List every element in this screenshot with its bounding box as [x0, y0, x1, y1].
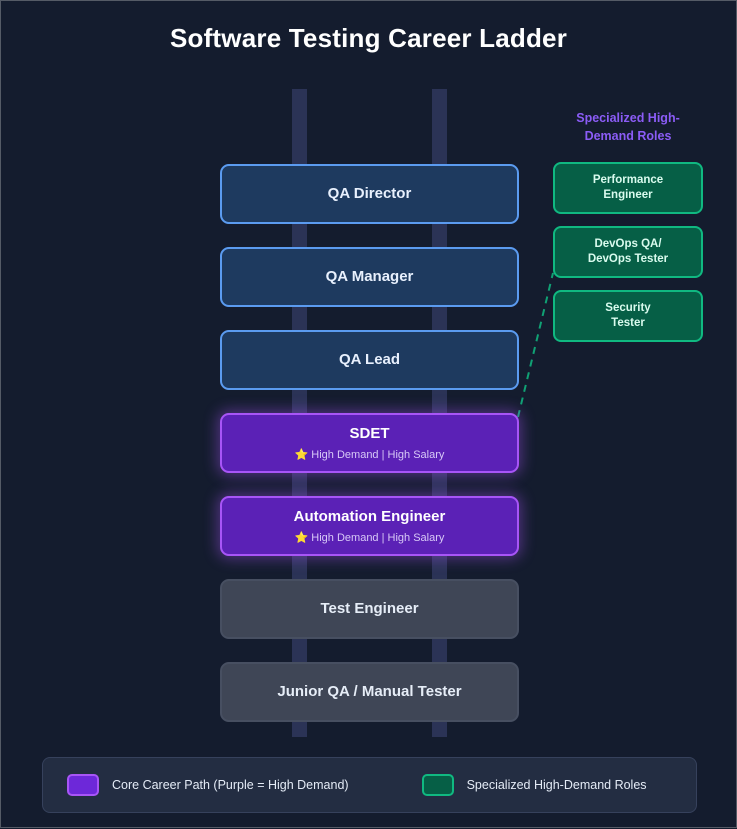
legend-label: Specialized High-Demand Roles	[466, 778, 647, 792]
core-career-path-column: QA Director QA Manager QA Lead SDET ⭐Hig…	[220, 164, 519, 745]
legend: Core Career Path (Purple = High Demand) …	[42, 757, 697, 813]
legend-item-core-career-path: Core Career Path (Purple = High Demand)	[67, 774, 349, 796]
star-icon: ⭐	[294, 531, 309, 544]
career-step-label: Junior QA / Manual Tester	[277, 682, 462, 700]
career-step-label: QA Director	[327, 184, 412, 202]
career-step-qa-lead[interactable]: QA Lead	[220, 330, 519, 390]
career-step-qa-director[interactable]: QA Director	[220, 164, 519, 224]
page-title: Software Testing Career Ladder	[169, 23, 568, 53]
specialized-role-performance-engineer[interactable]: Performance Engineer	[553, 162, 703, 215]
career-step-automation-engineer[interactable]: Automation Engineer ⭐High Demand | High …	[220, 496, 519, 556]
career-step-sdet[interactable]: SDET ⭐High Demand | High Salary	[220, 413, 519, 473]
career-step-junior-qa-manual-tester[interactable]: Junior QA / Manual Tester	[220, 662, 519, 722]
legend-label: Core Career Path (Purple = High Demand)	[112, 778, 349, 792]
specialized-role-devops-qa-tester[interactable]: DevOps QA/ DevOps Tester	[553, 226, 703, 279]
career-step-label: QA Lead	[338, 350, 401, 368]
career-step-label: QA Manager	[325, 267, 414, 285]
specialized-role-security-tester[interactable]: Security Tester	[553, 290, 703, 343]
legend-swatch-green-icon	[421, 774, 454, 796]
career-step-label: SDET	[349, 425, 390, 443]
career-step-badge: ⭐High Demand | High Salary	[295, 448, 445, 461]
career-step-qa-manager[interactable]: QA Manager	[220, 247, 519, 307]
star-icon: ⭐	[294, 448, 309, 461]
career-step-badge: ⭐High Demand | High Salary	[295, 531, 445, 544]
career-step-badge-text: High Demand | High Salary	[311, 448, 445, 461]
legend-swatch-purple-icon	[67, 774, 99, 796]
career-step-badge-text: High Demand | High Salary	[311, 531, 445, 544]
specialized-roles-column: Specialized High-Demand Roles Performanc…	[553, 109, 703, 354]
career-step-label: Test Engineer	[320, 599, 419, 617]
career-step-label: Automation Engineer	[293, 508, 446, 526]
specialized-roles-heading: Specialized High-Demand Roles	[576, 111, 680, 144]
legend-item-specialized-roles: Specialized High-Demand Roles	[421, 774, 647, 796]
career-step-test-engineer[interactable]: Test Engineer	[220, 579, 519, 639]
